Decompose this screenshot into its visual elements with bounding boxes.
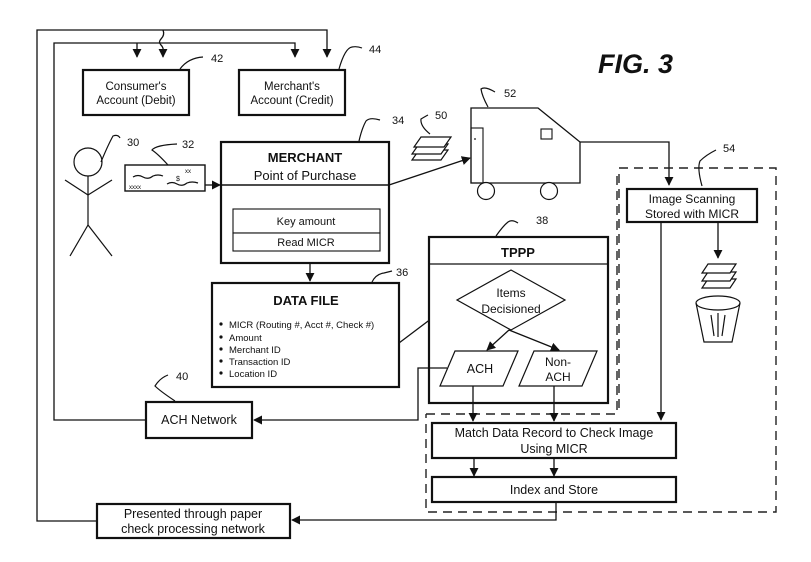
ref-30: 30 [127, 137, 139, 149]
top-feedback-lines [36, 29, 332, 522]
check-cents-mark: xx [185, 169, 191, 175]
data-file-field: Amount [229, 333, 262, 344]
ach-branch-label: ACH [467, 362, 493, 376]
ref-50: 50 [435, 110, 447, 122]
ref-32: 32 [182, 139, 194, 151]
read-micr-step: Read MICR [277, 237, 335, 249]
paper-check-icon: xxxx $ xx [124, 164, 206, 192]
courier-truck-icon [470, 107, 581, 201]
leader-40 [154, 374, 176, 402]
outer-loop-to-merchant-account [163, 29, 332, 58]
leader-44 [338, 46, 363, 70]
leader-36 [371, 270, 393, 283]
index-and-store-label: Index and Store [510, 483, 598, 497]
leader-30 [100, 134, 121, 163]
data-file-field: Transaction ID [229, 357, 291, 368]
non-ach-branch-shape [518, 350, 598, 387]
consumer-account-box: Consumer's Account (Debit) [81, 68, 191, 117]
tppp-title: TPPP [501, 245, 535, 260]
paper-network-line1: Presented through paper [124, 507, 262, 521]
merchant-account-line2: Account (Credit) [250, 95, 333, 107]
outer-loop-bottom [36, 161, 96, 522]
index-and-store-box: Index and Store [430, 475, 678, 504]
consumer-stick-figure-icon [64, 147, 113, 257]
merchant-to-truck-arrow [388, 156, 471, 186]
index-to-paper-network-arrow [291, 502, 557, 525]
decision-line2: Decisioned [481, 302, 540, 316]
ref-42: 42 [211, 53, 223, 65]
ach-to-ach-network-arrow [253, 367, 447, 425]
scanned-checks-stack-icon [700, 263, 738, 289]
data-file-field: MICR (Routing #, Acct #, Check #) [229, 320, 374, 331]
data-file-field: Location ID [229, 369, 277, 380]
image-scanning-line1: Image Scanning [649, 192, 736, 206]
leader-54 [698, 149, 717, 187]
leader-38 [495, 220, 519, 237]
match-line1: Match Data Record to Check Image [455, 426, 654, 440]
ref-38: 38 [536, 215, 548, 227]
paper-network-line2: check processing network [121, 522, 266, 536]
decision-to-non-ach-arrow [508, 329, 560, 352]
ref-44: 44 [369, 44, 381, 56]
merchant-account-box: Merchant's Account (Credit) [237, 68, 347, 117]
merchant-account-line1: Merchant's [264, 81, 320, 93]
match-data-record-box: Match Data Record to Check Image Using M… [430, 421, 678, 460]
image-processing-dashed-boundary [425, 167, 777, 513]
leader-42 [179, 56, 204, 70]
key-amount-step: Key amount [277, 216, 336, 228]
check-dollar-mark: $ [176, 176, 180, 183]
data-file-field: Merchant ID [229, 345, 281, 356]
paper-checks-stack-icon [410, 136, 453, 161]
figure-title: FIG. 3 [598, 49, 673, 79]
inner-loop-bottom [53, 161, 146, 421]
items-decisioned-diamond [455, 269, 567, 331]
ref-54: 54 [723, 143, 735, 155]
trash-can-icon [695, 295, 741, 343]
leader-52 [480, 87, 496, 108]
leader-50 [420, 114, 431, 135]
inner-loop-to-merchant-account [53, 42, 300, 161]
data-file-field-list: MICR (Routing #, Acct #, Check #) Amount… [219, 320, 374, 380]
leader-32 [151, 143, 178, 166]
tppp-box: TPPP Items Decisioned ACH Non- ACH [427, 235, 610, 405]
paper-check-processing-network-box: Presented through paper check processing… [95, 502, 292, 540]
ref-52: 52 [504, 88, 516, 100]
consumer-account-line1: Consumer's [106, 81, 167, 93]
merchant-subtitle: Point of Purchase [254, 168, 357, 183]
ref-40: 40 [176, 371, 188, 383]
image-scanning-line2: Stored with MICR [645, 207, 739, 221]
truck-to-scanning-arrow [580, 141, 674, 186]
non-ach-line1: Non- [545, 355, 571, 369]
image-scanning-box: Image Scanning Stored with MICR [625, 187, 759, 224]
data-file-box: DATA FILE MICR (Routing #, Acct #, Check… [210, 281, 401, 389]
ach-network-box: ACH Network [144, 400, 254, 440]
decision-line1: Items [496, 286, 525, 300]
outer-loop-line [36, 29, 163, 161]
ref-34: 34 [392, 115, 404, 127]
tppp-dashed-boundary [426, 175, 618, 415]
data-file-title: DATA FILE [273, 293, 339, 308]
merchant-point-of-purchase-box: MERCHANT Point of Purchase Key amount Re… [219, 140, 391, 265]
ach-network-label: ACH Network [161, 413, 237, 427]
consumer-account-line2: Account (Debit) [96, 95, 175, 107]
decision-to-ach-arrow [486, 329, 510, 351]
ach-branch-shape [439, 350, 519, 387]
ref-36: 36 [396, 267, 408, 279]
match-line2: Using MICR [520, 442, 587, 456]
leader-34 [358, 118, 381, 142]
check-number-mark: xxxx [129, 185, 141, 191]
non-ach-line2: ACH [545, 370, 570, 384]
merchant-title: MERCHANT [268, 150, 342, 165]
